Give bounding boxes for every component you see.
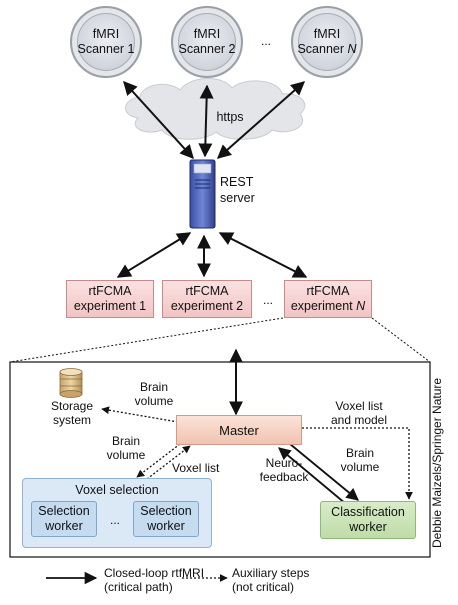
classification-worker-line1: Classification [331, 505, 405, 519]
scanner-n: fMRI Scanner N [291, 6, 363, 78]
storage-label-line1: Storage [50, 399, 94, 413]
label-brain-volume-storage: Brain volume [134, 380, 174, 408]
scanner-n-line2: Scanner N [297, 42, 357, 56]
experiment-2-line1: rtFCMA [185, 284, 229, 298]
label-brain-volume-left: Brain volume [106, 434, 146, 462]
scanner-2-line1: fMRI [193, 27, 221, 41]
experiment-1-line1: rtFCMA [88, 284, 132, 298]
server-label: REST server [220, 174, 255, 206]
rest-server-icon [189, 159, 216, 229]
selection-worker-1: Selection worker [31, 501, 97, 537]
experiment-2-line2: experiment 2 [170, 299, 244, 313]
scanner-2: fMRI Scanner 2 [171, 6, 243, 78]
link-master-classification-volume [289, 443, 359, 501]
voxel-selection-title: Voxel selection [75, 483, 159, 497]
server-label-line2: server [220, 191, 255, 205]
experiment-1-line2: experiment 1 [73, 299, 147, 313]
link-voxelsel-master-list [146, 445, 191, 480]
label-voxel-list-model: Voxel list and model [330, 399, 388, 427]
zoom-lines [9, 317, 431, 363]
link-classification-master-feedback [278, 447, 347, 505]
master-box: Master [176, 415, 302, 445]
link-master-storage [101, 406, 179, 423]
storage-database-icon [59, 368, 83, 398]
scanner-server-links [123, 80, 306, 160]
master-label: Master [219, 422, 259, 438]
scanner-ellipsis: ... [260, 34, 271, 48]
label-neurofeedback: Neuro- feedback [259, 456, 309, 484]
voxel-selection-group: Voxel selection Selection worker ... Sel… [22, 478, 212, 548]
classification-worker-box: Classification worker [320, 501, 416, 539]
scanner-1-line1: fMRI [92, 27, 120, 41]
cloud-label: https [216, 110, 244, 124]
experiment-ellipsis: ... [262, 293, 273, 307]
server-experiment-links [116, 232, 308, 278]
selection-worker-2: Selection worker [133, 501, 199, 537]
link-scanner-1 [123, 80, 194, 160]
server-label-line1: REST [220, 175, 254, 189]
link-experiment-1 [116, 232, 192, 278]
scanner-2-line2: Scanner 2 [178, 42, 236, 56]
legend-dotted-label: Auxiliary steps (not critical) [232, 566, 310, 594]
link-scanner-n [216, 81, 306, 159]
storage-label: Storage system [40, 399, 104, 427]
selection-worker-ellipsis: ... [109, 513, 120, 527]
experiment-n-line2: experiment N [290, 299, 366, 313]
scanner-1-line2: Scanner 1 [77, 42, 135, 56]
storage-label-line2: system [52, 413, 91, 427]
experiment-n-line1: rtFCMA [306, 284, 350, 298]
link-experiment-n [218, 232, 308, 278]
scanner-1: fMRI Scanner 1 [70, 6, 142, 78]
label-voxel-list: Voxel list [172, 461, 220, 475]
internet-cloud [125, 77, 306, 140]
classification-worker-line2: worker [349, 520, 387, 534]
link-master-voxelsel-volume [136, 443, 181, 478]
legend-solid-label: Closed-loop rtfMRI (critical path) [104, 566, 205, 594]
experiment-n-box: rtFCMA experiment N [284, 280, 372, 318]
label-brain-volume-right: Brain volume [340, 446, 380, 474]
experiment-2-box: rtFCMA experiment 2 [162, 280, 252, 318]
link-scanner-2 [198, 84, 214, 158]
image-credit: Debbie Maizels/Springer Nature [430, 377, 444, 548]
experiment-1-box: rtFCMA experiment 1 [66, 280, 154, 318]
experiment-detail-frame [9, 361, 431, 558]
scanner-n-line1: fMRI [313, 27, 341, 41]
